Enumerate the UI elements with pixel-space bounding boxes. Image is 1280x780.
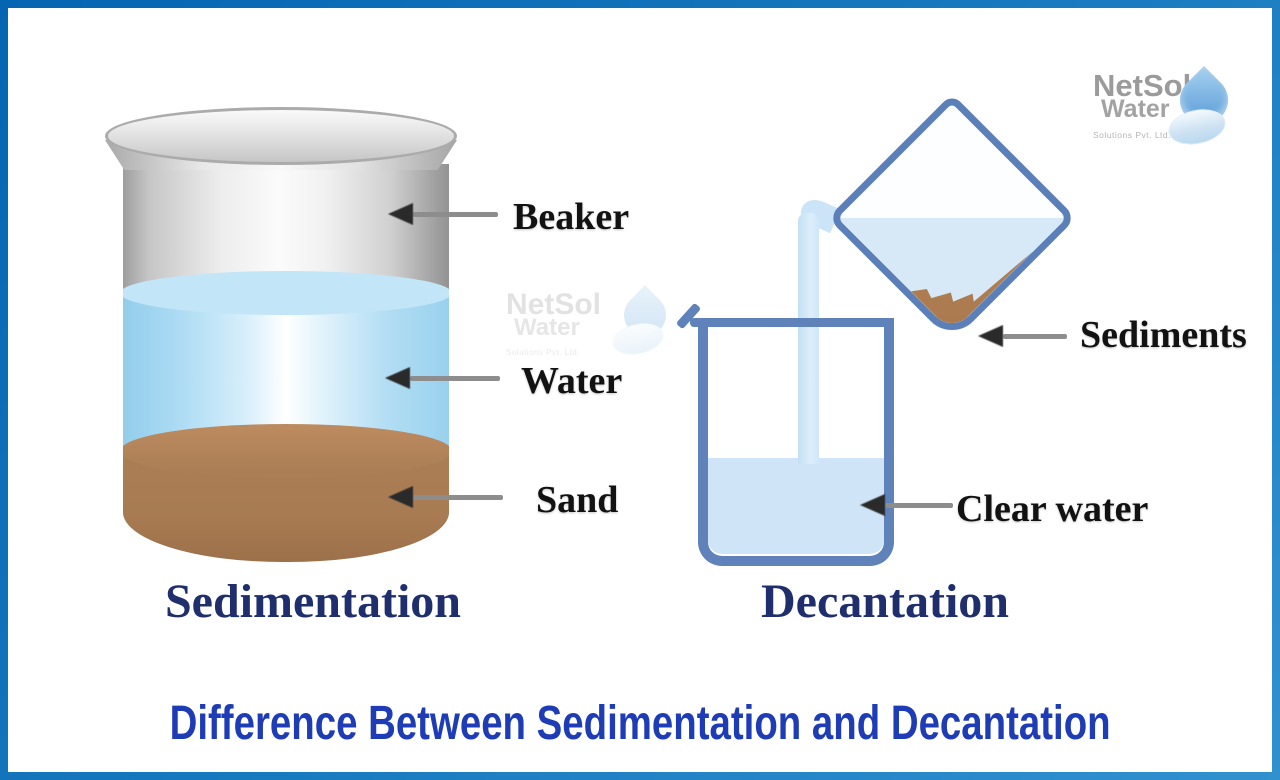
- water-label: Water: [521, 360, 623, 402]
- sediments-label: Sediments: [1080, 314, 1247, 356]
- beaker-rim: [105, 107, 457, 165]
- sand-surface-ellipse: [123, 424, 449, 478]
- beaker-arrow: [388, 203, 498, 225]
- decantation-caption: Decantation: [761, 575, 1009, 628]
- pour-stream: [798, 213, 819, 464]
- logo-subtitle: Solutions Pvt. Ltd.: [1093, 130, 1172, 140]
- receiving-beaker-rim: [690, 318, 894, 327]
- arrow-shaft: [410, 375, 500, 381]
- page-title-text: Difference Between Sedimentation and Dec…: [169, 697, 1111, 750]
- beaker-sand-layer: [123, 424, 449, 562]
- water-arrow: [385, 367, 500, 389]
- logo-product: Water: [1101, 95, 1170, 123]
- receiving-beaker: [698, 318, 894, 566]
- arrow-shaft: [885, 502, 953, 508]
- sand-arrow: [388, 486, 503, 508]
- water-surface-ellipse: [123, 271, 449, 315]
- tilted-beaker: [827, 93, 1077, 343]
- arrow-shaft: [413, 211, 498, 217]
- beaker-body: [123, 164, 449, 562]
- clear-water-label: Clear water: [956, 488, 1149, 530]
- beaker-label: Beaker: [513, 196, 630, 238]
- logo-name: NetSol: [1093, 68, 1192, 103]
- arrow-shaft: [1003, 333, 1067, 339]
- arrow-head-icon: [388, 203, 413, 225]
- clear-water-arrow: [860, 494, 953, 516]
- netsol-watermark: NetSol Water Solutions Pvt. Ltd.: [506, 285, 675, 374]
- diagram-canvas: Beaker Water Sand Sedimentation Sedimen: [8, 8, 1272, 772]
- arrow-head-icon: [860, 494, 885, 516]
- receiving-beaker-water: [708, 458, 884, 554]
- sedimentation-caption: Sedimentation: [164, 575, 461, 628]
- watermark-product: Water: [514, 314, 580, 341]
- page-title: Difference Between Sedimentation and Dec…: [8, 696, 1272, 751]
- watermark-subtitle: Solutions Pvt. Ltd.: [506, 348, 580, 357]
- watermark-name: NetSol: [506, 288, 602, 321]
- sediments-arrow: [978, 325, 1067, 347]
- arrow-shaft: [413, 494, 503, 500]
- netsol-logo: NetSol Water Solutions Pvt. Ltd.: [1093, 66, 1238, 150]
- arrow-head-icon: [388, 486, 413, 508]
- arrow-head-icon: [385, 367, 410, 389]
- sand-label: Sand: [536, 479, 619, 521]
- arrow-head-icon: [978, 325, 1003, 347]
